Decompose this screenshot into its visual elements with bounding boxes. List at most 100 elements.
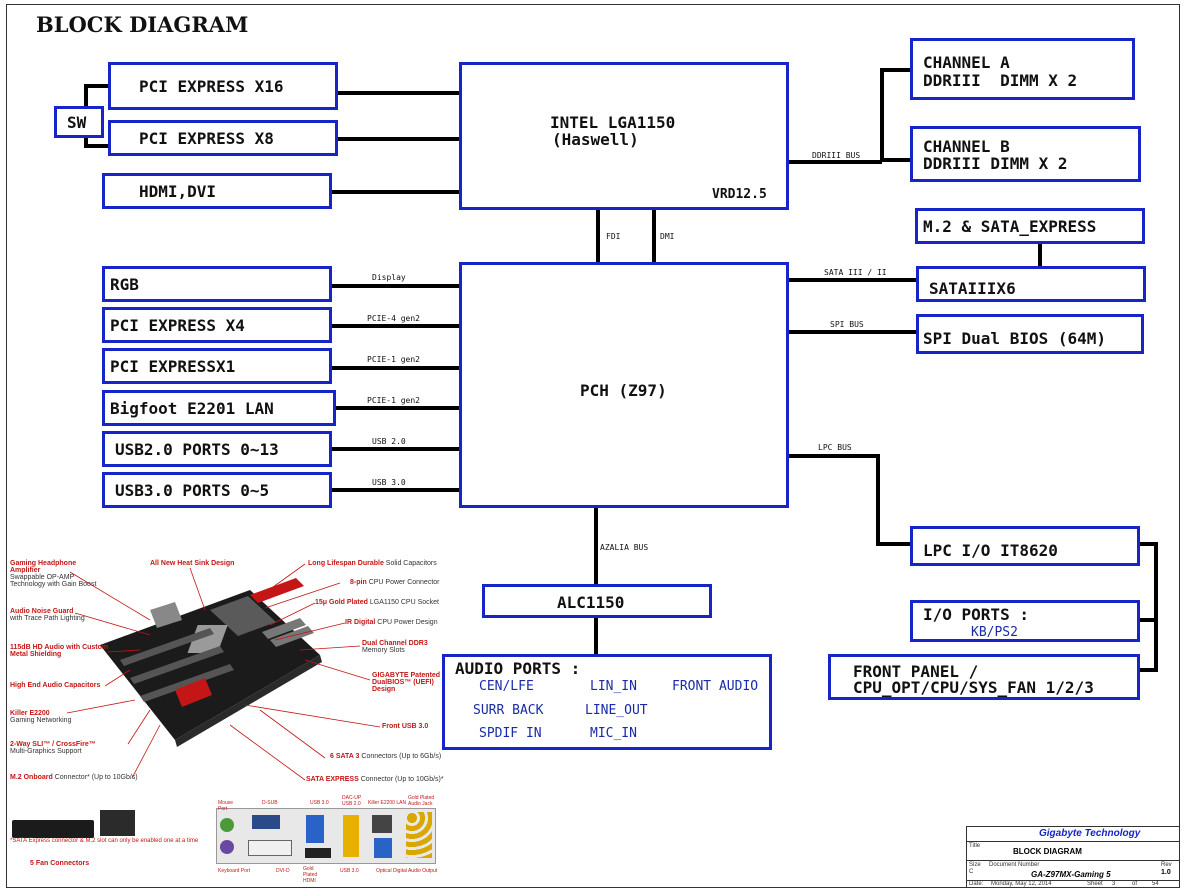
io-label-usb30a: USB 3.0 <box>310 800 329 806</box>
line-bracket-front <box>1140 668 1158 672</box>
callout-8pin: 8-pin CPU Power Connector <box>350 579 440 586</box>
line-sata <box>786 278 918 282</box>
sheet-value: 3 <box>1112 881 1116 887</box>
io-label-dacup: DAC-UP USB 2.0 <box>342 795 362 807</box>
pcie-x1-block: PCI EXPRESSX1 <box>102 348 332 384</box>
spi-bios-block: SPI Dual BIOS (64M) <box>916 314 1144 354</box>
line-fdi <box>596 210 600 264</box>
of-value: 54 <box>1152 881 1159 887</box>
audio-port: LINE_OUT <box>585 703 648 718</box>
pcie-x8-block: PCI EXPRESS X8 <box>108 120 338 156</box>
bus-label-azalia: AZALIA BUS <box>600 543 649 552</box>
line-cpu-ddr <box>786 160 882 164</box>
sheet-label: Sheet <box>1087 881 1103 887</box>
line-usb2 <box>330 447 460 451</box>
audio-port: FRONT AUDIO <box>672 679 759 694</box>
usb3-port-image <box>374 838 392 858</box>
line-rgb <box>330 284 460 288</box>
io-label-keyboard: Keyboard Port <box>218 868 250 874</box>
pch-block: PCH (Z97) <box>459 262 789 508</box>
bus-label-spi: SPI BUS <box>830 320 864 329</box>
audio-port: LIN_IN <box>590 679 637 694</box>
bus-label-pcie1b: PCIE-1 gen2 <box>367 396 420 405</box>
drawing-frame <box>6 4 1180 888</box>
callout-fans: 5 Fan Connectors <box>30 860 90 867</box>
pcie-x4-block: PCI EXPRESS X4 <box>102 307 332 343</box>
audio-jack-image <box>406 812 432 858</box>
company-name: Gigabyte Technology <box>1039 828 1141 839</box>
callout-caps: Long Lifespan Durable Solid Capacitors <box>308 560 437 567</box>
title-value: BLOCK DIAGRAM <box>1013 847 1082 856</box>
m2-connector-image <box>100 810 135 836</box>
line-lpc-vert <box>876 454 880 546</box>
alc1150-block: ALC1150 <box>482 584 712 618</box>
line-m2-sata <box>1038 242 1042 268</box>
channel-b-block: CHANNEL B DDRIII DIMM X 2 <box>910 126 1141 182</box>
line-usb3 <box>330 488 460 492</box>
bus-label-ddr: DDRIII BUS <box>812 151 861 160</box>
rev-value: 1.0 <box>1161 869 1171 876</box>
bus-label-display: Display <box>372 273 406 282</box>
usb2-block: USB2.0 PORTS 0~13 <box>102 431 332 467</box>
callout-frontusb: Front USB 3.0 <box>382 723 429 730</box>
callout-satax: SATA EXPRESS Connector (Up to 10Gb/s)* <box>306 776 444 783</box>
size-label: Size <box>969 862 981 868</box>
bus-label-usb20: USB 2.0 <box>372 437 406 446</box>
audio-port: SURR BACK <box>473 703 544 718</box>
audio-ports-block: AUDIO PORTS : CEN/LFE LIN_IN FRONT AUDIO… <box>442 654 772 750</box>
rgb-block: RGB <box>102 266 332 302</box>
callout-ir: IR Digital CPU Power Design <box>345 619 438 626</box>
bus-label-pcie1a: PCIE-1 gen2 <box>367 355 420 364</box>
date-label: Date: <box>969 881 984 887</box>
lan-port-image <box>372 815 392 833</box>
hdmi-port-image <box>305 848 331 858</box>
usb2-port-image <box>343 815 359 857</box>
dvi-port-image <box>248 840 292 856</box>
cpu-block: INTEL LGA1150 (Haswell) VRD12.5 <box>459 62 789 210</box>
line-pcie16-cpu <box>336 91 460 95</box>
ps2-port-image <box>220 840 234 854</box>
line-azalia <box>594 506 598 586</box>
line-sw-bottom <box>84 144 110 148</box>
line-lpc-h2 <box>876 542 912 546</box>
io-label-dsub: D-SUB <box>262 800 278 806</box>
callout-sata3: 6 SATA 3 Connectors (Up to 6Gb/s) <box>330 753 442 760</box>
line-lpc-h1 <box>786 454 878 458</box>
docnum-value: GA-Z97MX-Gaming 5 <box>1031 870 1111 879</box>
line-hdmi-cpu <box>330 190 460 194</box>
io-label-mouse: Mouse Port <box>218 800 234 812</box>
io-label-usb30b: USB 3.0 <box>340 868 359 874</box>
audio-port: SPDIF IN <box>479 726 542 741</box>
title-label: Title <box>969 843 981 849</box>
line-pcie4 <box>330 324 460 328</box>
line-bracket-io <box>1138 618 1158 622</box>
bus-label-fdi: FDI <box>606 232 621 241</box>
audio-port: MIC_IN <box>590 726 637 741</box>
callout-dualbios: GIGABYTE Patented DualBIOS™ (UEFI) Desig… <box>372 672 441 693</box>
io-ports-block: I/O PORTS : KB/PS2 <box>910 600 1140 642</box>
dsub-port-image <box>252 815 280 829</box>
rev-label: Rev <box>1161 862 1172 868</box>
motherboard-board <box>100 578 322 747</box>
line-bracket-vert <box>1154 542 1158 672</box>
line-ddr-vert <box>880 68 884 162</box>
lan-block: Bigfoot E2201 LAN <box>102 390 336 426</box>
date-value: Monday, May 12, 2014 <box>991 881 1052 887</box>
ps2-port-image <box>220 818 234 832</box>
line-pcie1 <box>330 366 460 370</box>
callout-hdaudio: 115dB HD Audio with Custom Metal Shieldi… <box>10 644 109 658</box>
callout-m2: M.2 Onboard Connector* (Up to 10Gb/s) <box>10 774 138 781</box>
io-label-dvid: DVI-D <box>276 868 290 874</box>
pcie-x16-block: PCI EXPRESS X16 <box>108 62 338 110</box>
line-alc-audio <box>594 616 598 654</box>
line-sw-top <box>84 84 110 88</box>
usb3-block: USB3.0 PORTS 0~5 <box>102 472 332 508</box>
line-pcie8-cpu <box>336 137 460 141</box>
lpc-io-block: LPC I/O IT8620 <box>910 526 1140 566</box>
io-label-optical: Optical Digital Audio Output <box>376 868 438 874</box>
